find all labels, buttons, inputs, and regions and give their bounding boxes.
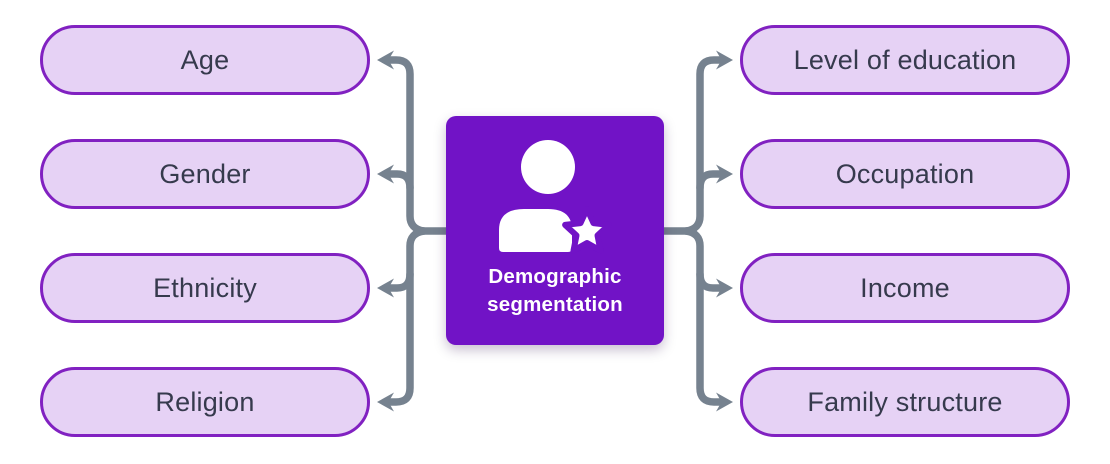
left-arrowhead-3 bbox=[377, 278, 394, 298]
pill-occupation: Occupation bbox=[740, 139, 1070, 209]
right-connector-branch-3 bbox=[696, 270, 724, 292]
right-arrowhead-3 bbox=[716, 278, 733, 298]
right-connector-branch-2 bbox=[696, 170, 724, 192]
pill-income: Income bbox=[740, 253, 1070, 323]
center-node-label: Demographic segmentation bbox=[487, 263, 623, 319]
right-arrowhead-1 bbox=[716, 50, 733, 70]
pill-gender-label: Gender bbox=[159, 158, 251, 189]
pill-level-of-education: Level of education bbox=[740, 25, 1070, 95]
right-connector-lower-trunk bbox=[682, 227, 724, 406]
pill-family-structure-label: Family structure bbox=[807, 386, 1003, 417]
left-connector-upper-trunk bbox=[386, 56, 450, 235]
pill-ethnicity-label: Ethnicity bbox=[153, 272, 257, 303]
right-connector-upper-trunk bbox=[660, 56, 724, 235]
pill-age: Age bbox=[40, 25, 370, 95]
left-arrowhead-1 bbox=[377, 50, 394, 70]
left-connector-branch-2 bbox=[386, 170, 414, 192]
pill-occupation-label: Occupation bbox=[835, 158, 975, 189]
center-node-demographic-segmentation: Demographic segmentation bbox=[446, 116, 664, 345]
left-arrowhead-4 bbox=[377, 392, 394, 412]
center-node-label-line1: Demographic bbox=[488, 265, 622, 288]
pill-income-label: Income bbox=[860, 272, 950, 303]
left-connector-lower-trunk bbox=[386, 227, 428, 406]
pill-religion: Religion bbox=[40, 367, 370, 437]
pill-gender: Gender bbox=[40, 139, 370, 209]
person-star-icon bbox=[498, 140, 612, 254]
right-arrowhead-4 bbox=[716, 392, 733, 412]
left-connector-branch-3 bbox=[386, 270, 414, 292]
pill-ethnicity: Ethnicity bbox=[40, 253, 370, 323]
pill-religion-label: Religion bbox=[155, 386, 255, 417]
right-arrowhead-2 bbox=[716, 164, 733, 184]
pill-level-of-education-label: Level of education bbox=[793, 44, 1017, 75]
center-node-label-line2: segmentation bbox=[487, 293, 623, 316]
pill-age-label: Age bbox=[180, 44, 230, 75]
left-arrowhead-2 bbox=[377, 164, 394, 184]
pill-family-structure: Family structure bbox=[740, 367, 1070, 437]
